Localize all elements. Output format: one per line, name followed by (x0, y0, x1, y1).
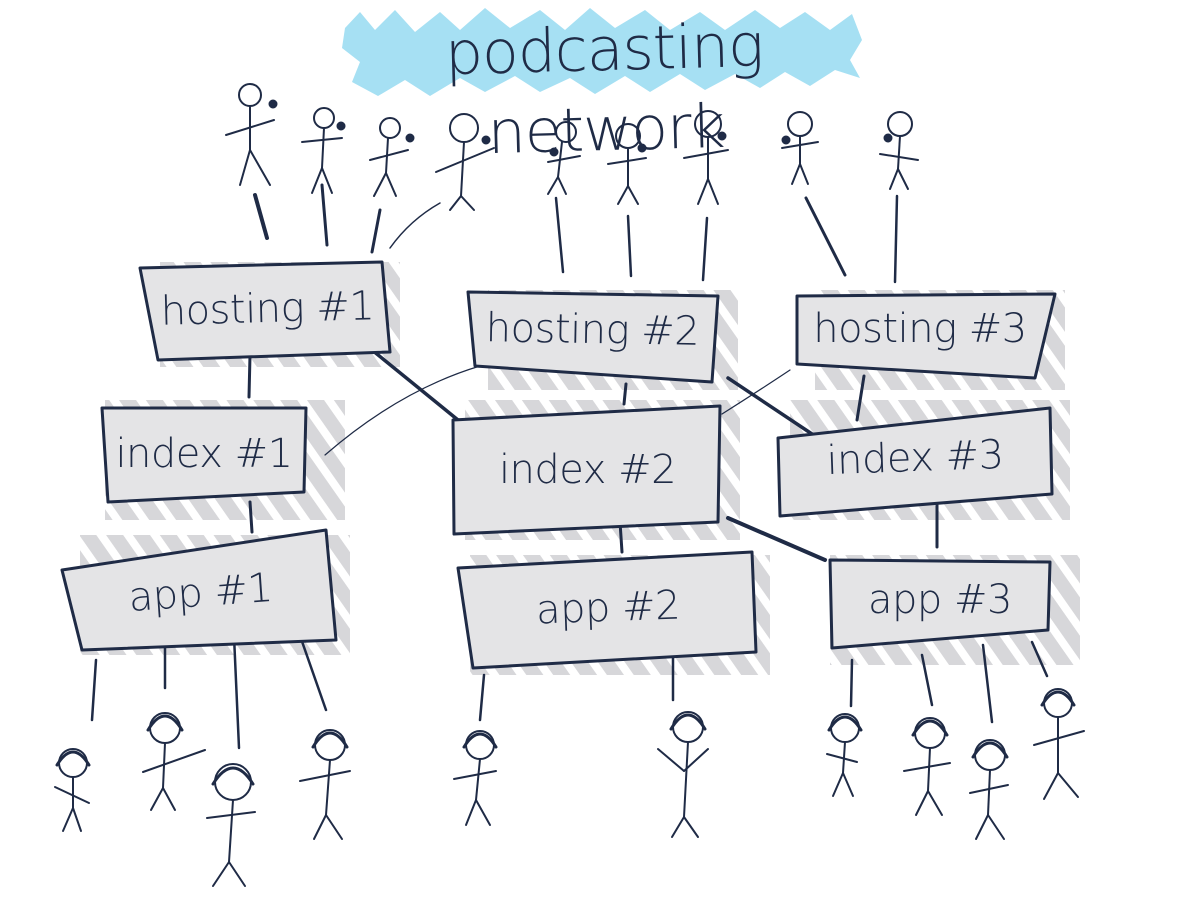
connections (90, 183, 1049, 750)
node-index-2: index #2 (455, 412, 720, 527)
edge-app3-listener-c (981, 643, 994, 724)
node-index-1: index #1 (104, 408, 304, 500)
edge-hosting2-index1 (324, 365, 481, 456)
node-label: index #3 (825, 431, 1005, 485)
node-label: hosting #3 (813, 306, 1027, 352)
node-label: hosting #2 (485, 305, 700, 355)
box-app-1 (60, 528, 338, 652)
edge-app2-listener-a (478, 673, 486, 722)
listeners (54, 688, 1085, 887)
listener-6-icon (657, 711, 709, 838)
podcaster-6-icon (607, 123, 647, 205)
box-hosting-1 (138, 260, 392, 362)
node-label: app #2 (535, 582, 681, 634)
edge-podcaster-hosting1-a (253, 193, 269, 240)
boxes (60, 260, 1057, 670)
listener-3-icon (206, 763, 256, 887)
node-label: index #2 (498, 446, 677, 493)
node-label: index #1 (115, 431, 293, 477)
node-hosting-3: hosting #3 (800, 290, 1040, 368)
listener-5-icon (453, 730, 498, 826)
podcaster-3-icon (369, 117, 415, 197)
node-app-2: app #2 (460, 555, 755, 661)
edge-app3-listener-a (849, 658, 854, 708)
title-highlight (342, 8, 862, 96)
edge-hosting2-index2 (622, 382, 628, 406)
edge-app1-listener-a (90, 658, 98, 722)
podcaster-9-icon (879, 111, 919, 190)
box-index-1 (100, 406, 308, 504)
page-title: podcasting network (444, 10, 764, 169)
edge-hosting1-index1 (247, 353, 252, 399)
listener-2-icon (142, 712, 206, 811)
podcaster-2-icon (301, 107, 346, 194)
edge-podcaster-hosting2-c (701, 216, 709, 282)
edge-app3-listener-b (920, 653, 934, 707)
edge-podcaster-hosting2-a (554, 196, 565, 274)
edge-index2-app3 (726, 516, 827, 562)
listener-10-icon (1033, 688, 1085, 800)
podcaster-7-icon (683, 110, 729, 205)
node-hosting-2: hosting #2 (469, 288, 715, 372)
node-label: app #3 (868, 577, 1012, 623)
box-app-2 (456, 550, 758, 670)
node-hosting-1: hosting #1 (144, 260, 391, 358)
box-hosting-2 (466, 290, 720, 384)
edge-hosting1-index2 (370, 348, 460, 422)
box-index-3 (776, 406, 1054, 518)
edge-podcaster-hosting1-d (389, 202, 441, 249)
edge-podcaster-hosting1-c (370, 208, 382, 254)
node-app-1: app #1 (65, 536, 336, 649)
edge-podcaster-hosting1-b (320, 183, 329, 247)
node-index-3: index #3 (779, 409, 1052, 506)
box-app-3 (828, 558, 1052, 650)
node-app-3: app #3 (832, 560, 1048, 640)
listener-4-icon (299, 729, 351, 840)
podcaster-1-icon (225, 83, 278, 186)
edge-hosting2-index3 (726, 376, 814, 436)
listener-9-icon (969, 739, 1009, 840)
edge-hosting3-index2 (721, 369, 791, 415)
listener-8-icon (903, 717, 951, 816)
edge-hosting3-index3 (855, 374, 866, 422)
box-index-2 (451, 404, 722, 536)
node-label: app #1 (127, 564, 274, 621)
edge-podcaster-hosting2-b (626, 214, 633, 278)
listener-1-icon (54, 748, 91, 832)
title-container: podcasting network (340, 10, 870, 168)
podcaster-4-icon (435, 113, 495, 211)
edge-podcaster-hosting3-a (804, 196, 847, 277)
box-hosting-3 (795, 292, 1057, 380)
edge-index1-app1 (248, 500, 254, 534)
edge-app1-listener-d (296, 628, 328, 712)
node-label: hosting #1 (160, 283, 375, 335)
edge-app3-listener-d (1030, 640, 1049, 678)
edge-app1-listener-c (232, 634, 241, 750)
podcaster-8-icon (781, 111, 819, 185)
podcaster-5-icon (547, 121, 581, 195)
podcasters (225, 83, 919, 211)
listener-7-icon (826, 713, 863, 797)
edge-podcaster-hosting3-b (893, 194, 899, 284)
